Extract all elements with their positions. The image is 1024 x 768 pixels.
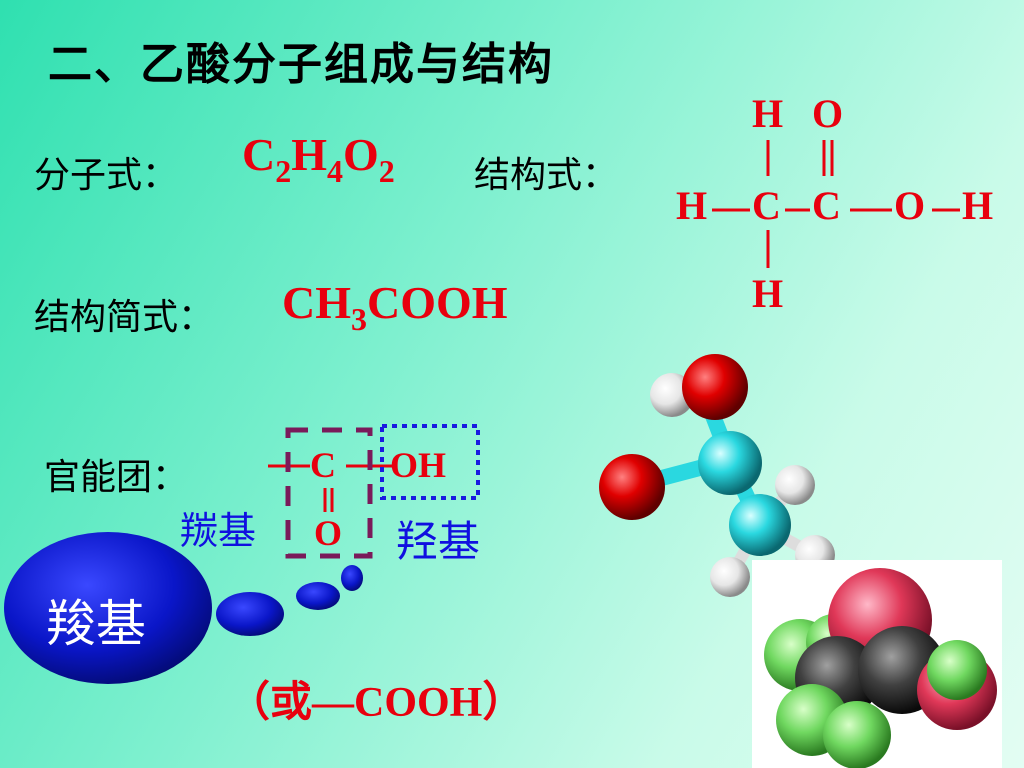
- functional-group-diagram: C OH O: [262, 420, 522, 570]
- hydroxyl-box: [380, 424, 480, 500]
- molecular-formula-label: 分子式：: [34, 155, 179, 196]
- methyl-h-atom-1: [775, 465, 815, 505]
- atom-c1: C: [752, 183, 781, 228]
- atom-top-o: O: [812, 91, 844, 136]
- structural-formula: H O H C C O H H: [660, 88, 1020, 328]
- space-filling-model: [764, 568, 997, 768]
- atom-c2: C: [812, 183, 841, 228]
- slide-title: 二、乙酸分子组成与结构: [48, 39, 554, 90]
- bubble-puff-1: [216, 592, 284, 636]
- methyl-c-atom: [729, 494, 791, 556]
- bubble-main: [4, 532, 212, 684]
- molecular-formula: C2H4O2: [242, 129, 395, 189]
- simplified-formula-label: 结构简式：: [34, 297, 215, 338]
- hydroxyl-label: 羟基: [396, 517, 481, 566]
- hydroxyl-o-atom: [682, 354, 748, 420]
- atom-bottom-h: H: [752, 271, 784, 316]
- bond-lines: [712, 140, 960, 268]
- fg-oxygen: O: [314, 513, 343, 553]
- fg-carbon: C: [310, 445, 336, 485]
- structural-formula-label: 结构式：: [474, 155, 619, 196]
- atom-left-h: H: [676, 183, 708, 228]
- bubble-puff-2: [296, 582, 340, 610]
- methyl-h-atom-3: [710, 557, 750, 597]
- functional-group-bonds: [268, 424, 480, 559]
- thought-bubble: [4, 532, 363, 684]
- functional-group-label: 官能团：: [44, 457, 189, 498]
- atom-o: O: [894, 183, 926, 228]
- simplified-formula: CH3COOH: [282, 277, 508, 337]
- carbonyl-label: 羰基: [180, 509, 257, 553]
- cooh-alt-text: （或—COOH）: [228, 680, 525, 726]
- bubble-label: 羧基: [46, 595, 146, 653]
- carbonyl-box: [285, 427, 373, 559]
- atom-right-h: H: [962, 183, 994, 228]
- ball-stick-model: [599, 354, 835, 597]
- carboxyl-c-atom: [698, 431, 762, 495]
- fg-oh: OH: [390, 445, 447, 485]
- carbonyl-o-atom: [599, 454, 665, 520]
- bubble-puff-3: [341, 565, 363, 591]
- atom-top-h: H: [752, 91, 784, 136]
